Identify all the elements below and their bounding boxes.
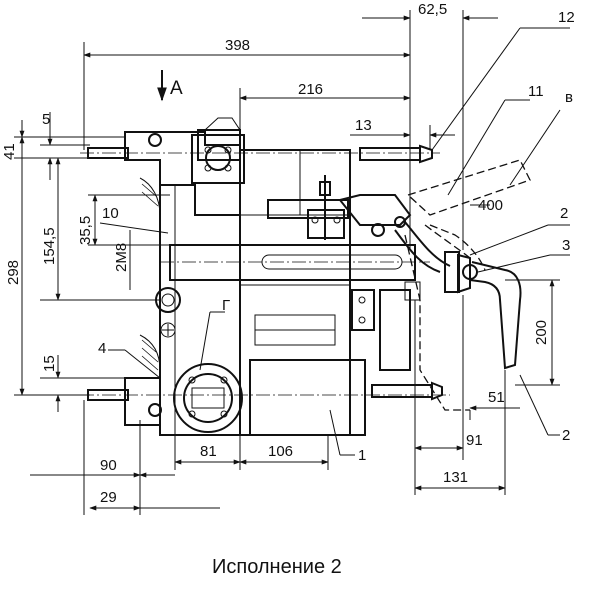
lower-terminal xyxy=(148,363,243,433)
dimension-labels: 62,5 398 216 13 400 5 41 298 154,5 35,5 … xyxy=(1,1,550,506)
dim-81: 81 xyxy=(200,443,217,460)
callout-4: 4 xyxy=(98,340,106,357)
dim-131: 131 xyxy=(443,469,468,486)
callout-10: 10 xyxy=(102,205,119,222)
upper-stud xyxy=(80,144,440,164)
callout-2-upper: 2 xyxy=(560,205,568,222)
callout-v: в xyxy=(565,89,573,106)
callout-2-lower: 2 xyxy=(562,427,570,444)
alternate-position xyxy=(404,159,531,411)
drawing-caption: Исполнение 2 xyxy=(212,556,342,578)
dim-51: 51 xyxy=(488,389,505,406)
view-label-a: A xyxy=(170,78,183,99)
contact-arm xyxy=(351,221,522,371)
dim-5: 5 xyxy=(42,111,50,128)
callout-1: 1 xyxy=(358,447,366,464)
dim-298: 298 xyxy=(5,260,22,285)
leader-lines xyxy=(99,27,570,456)
dim-41: 41 xyxy=(1,143,18,160)
lower-stud xyxy=(80,381,450,401)
dim-400: 400 xyxy=(478,197,503,214)
dim-91: 91 xyxy=(466,432,483,449)
dim-13: 13 xyxy=(355,117,372,134)
dim-90: 90 xyxy=(100,457,117,474)
callout-12: 12 xyxy=(558,9,575,26)
dim-106: 106 xyxy=(268,443,293,460)
callout-g: Г xyxy=(222,297,230,314)
dim-29: 29 xyxy=(100,489,117,506)
upper-clamp xyxy=(267,175,412,240)
dim-2m8: 2М8 xyxy=(113,243,130,272)
dim-398: 398 xyxy=(225,37,250,54)
dim-216: 216 xyxy=(298,81,323,98)
upper-terminal xyxy=(148,133,245,184)
dim-15: 15 xyxy=(41,355,58,372)
dimension-lines xyxy=(14,10,560,515)
callout-labels: A 12 11 в 2 3 10 Г 4 1 2 xyxy=(98,9,575,464)
callout-3: 3 xyxy=(562,237,570,254)
dim-154-5: 154,5 xyxy=(41,227,58,265)
dim-35-5: 35,5 xyxy=(77,216,94,245)
main-shaft xyxy=(160,244,430,281)
callout-11: 11 xyxy=(528,83,544,100)
dim-200: 200 xyxy=(533,320,550,345)
dim-62-5: 62,5 xyxy=(418,1,447,18)
